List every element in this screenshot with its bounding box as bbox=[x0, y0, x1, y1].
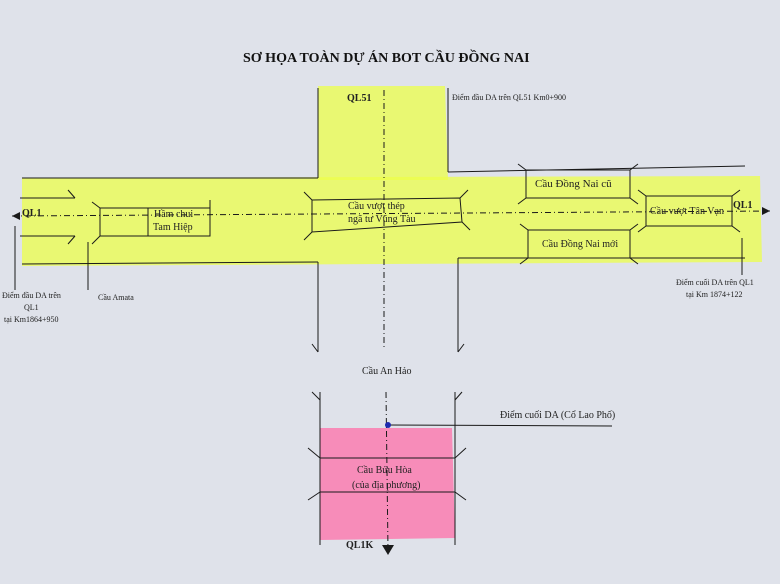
end-point-leader bbox=[387, 424, 613, 427]
label-ql1-left: QL1 bbox=[22, 208, 42, 219]
label-cau-dong-nai-moi: Cầu Đồng Nai mới bbox=[542, 239, 619, 250]
tan-van-box bbox=[637, 189, 743, 275]
left-bridge-box bbox=[14, 189, 76, 290]
label-ql51: QL51 bbox=[347, 93, 372, 104]
label-cau-an-hao: Cầu An Hảo bbox=[362, 366, 412, 377]
ql1k-centerline bbox=[385, 391, 389, 551]
label-start-ql1-2: QL1 bbox=[24, 303, 39, 312]
overpass-box bbox=[303, 189, 471, 241]
label-cau-dong-nai-cu: Cầu Đồng Nai cũ bbox=[535, 178, 612, 190]
label-ql51-start: Điểm đầu DA trên QL51 Km0+900 bbox=[452, 93, 567, 102]
highlight-ql51-road bbox=[318, 86, 448, 180]
dong-nai-cu-box bbox=[517, 163, 639, 205]
label-end-da: Điểm cuối DA (Cổ Lao Phố) bbox=[500, 410, 616, 421]
dong-nai-moi-box bbox=[519, 223, 639, 265]
ql1-centerline bbox=[11, 210, 771, 217]
ham-chui-box bbox=[87, 200, 211, 290]
label-cau-vuot-tan-van: Cầu vượt Tân Vạn bbox=[650, 206, 724, 217]
label-cau-buu-hoa: Cầu Bửu Hòa bbox=[357, 465, 412, 476]
label-cau-amata: Cầu Amata bbox=[98, 293, 134, 302]
label-ham-chui: Hầm chui bbox=[154, 209, 194, 220]
end-point-marker bbox=[385, 422, 391, 428]
label-ql1k: QL1K bbox=[346, 540, 374, 551]
road-outline-top bbox=[21, 88, 746, 353]
label-cua-dia-phuong: (của địa phương) bbox=[352, 480, 421, 491]
label-cau-vuot-thep: Cầu vượt thép bbox=[348, 201, 405, 212]
label-end-ql1-2: tại Km 1874+122 bbox=[686, 290, 743, 299]
label-nga-tu-vung-tau: ngã tư Vũng Tàu bbox=[348, 214, 416, 225]
label-start-ql1-3: tại Km1864+950 bbox=[4, 315, 59, 324]
label-end-ql1-1: Điểm cuối DA trên QL1 bbox=[676, 278, 754, 287]
diagram-title: SƠ HỌA TOÀN DỰ ÁN BOT CẦU ĐỒNG NAI bbox=[243, 51, 530, 66]
label-ql1-right: QL1 bbox=[733, 200, 753, 211]
label-start-ql1-1: Điểm đầu DA trên bbox=[2, 291, 61, 300]
label-tam-hiep: Tam Hiệp bbox=[153, 222, 193, 233]
